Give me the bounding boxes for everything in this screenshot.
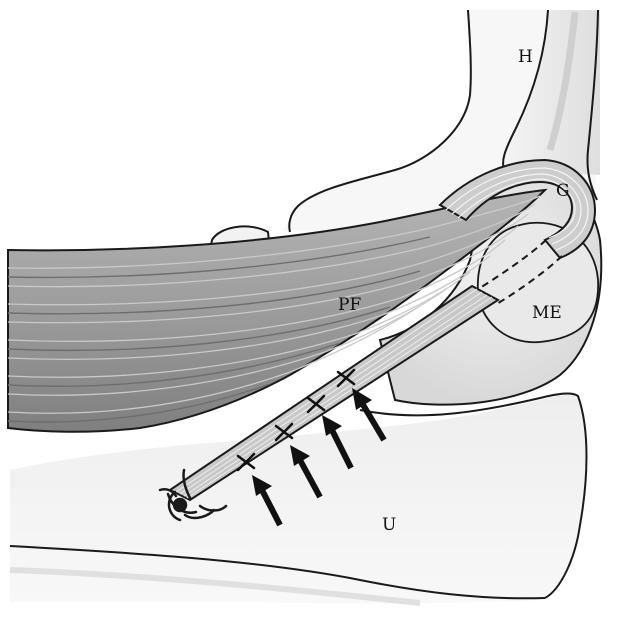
label-humerus: H bbox=[518, 47, 533, 67]
label-medial-epicondyle: ME bbox=[532, 303, 562, 323]
label-ulna: U bbox=[382, 515, 396, 535]
label-graft: G bbox=[556, 181, 570, 201]
label-pronator-flexor: PF bbox=[338, 295, 361, 315]
